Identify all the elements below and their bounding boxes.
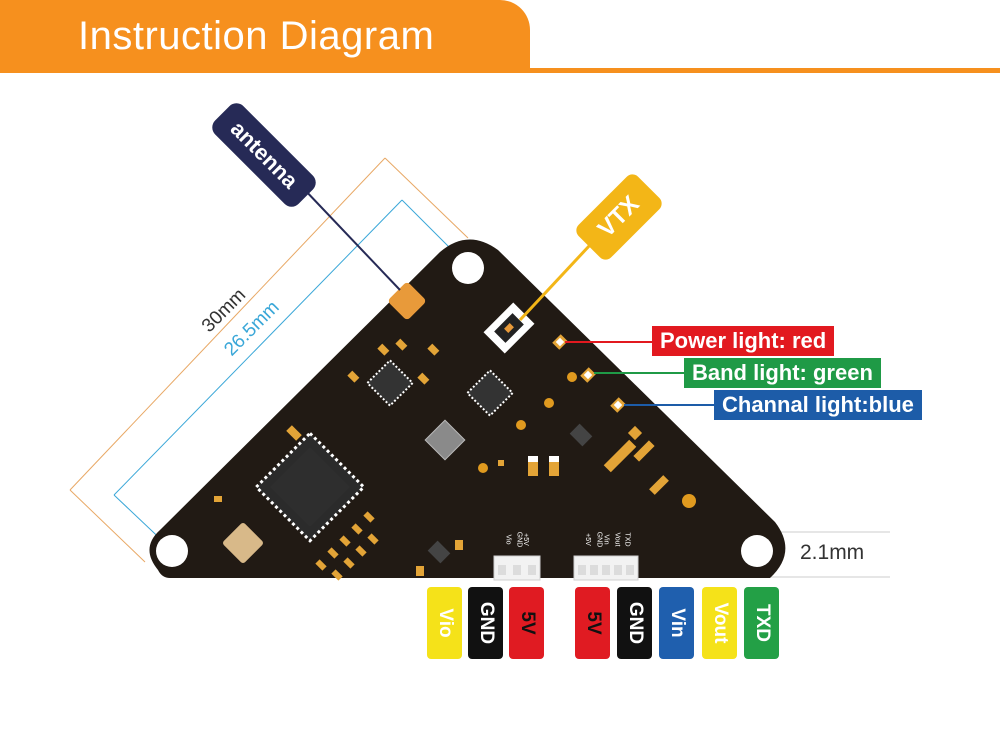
- antenna-pad: [388, 282, 426, 320]
- pin-label-vout: Vout: [702, 587, 737, 659]
- pin-label-text: Vout: [709, 602, 731, 644]
- silk-gnd: GND: [595, 531, 603, 548]
- pin-label-vio: Vio: [427, 587, 462, 659]
- connector-small: [493, 555, 541, 581]
- pin-label-txd: TXD: [744, 587, 779, 659]
- antenna-leader: [302, 187, 401, 291]
- pin-label-text: TXD: [751, 604, 773, 642]
- pin-label-text: GND: [624, 601, 646, 645]
- pin-label-gnd: GND: [468, 587, 503, 659]
- smd-components: [214, 338, 669, 576]
- pin-label-5v: 5V: [509, 587, 544, 659]
- channel-light-label: Channal light:blue: [714, 390, 922, 420]
- vtx-leader: [518, 243, 592, 322]
- led-power: [552, 334, 568, 350]
- pin-label-vin: Vin: [659, 587, 694, 659]
- outer-dimension-lines: [69, 157, 469, 563]
- large-connector-silk: TXD Vout Vin GND +5V: [576, 524, 638, 554]
- silk-txd: TXD: [623, 532, 631, 547]
- silk-5v: +5V: [521, 533, 529, 546]
- band-light-label: Band light: green: [684, 358, 881, 388]
- silk-vout: Vout: [613, 532, 621, 547]
- solder-pad: [223, 523, 263, 563]
- pin-label-text: 5V: [516, 611, 538, 635]
- page-title: Instruction Diagram: [78, 14, 435, 58]
- pin-label-gnd: GND: [617, 587, 652, 659]
- header-underline: [0, 68, 1000, 73]
- connector-large: [573, 555, 639, 581]
- mcu-chip: [254, 431, 366, 543]
- thickness-label: 2.1mm: [800, 541, 865, 564]
- small-connector-silk: +5V GND Vio: [499, 524, 539, 554]
- led-band: [580, 367, 596, 383]
- small-chip-3: [424, 419, 466, 461]
- mounting-holes: [156, 252, 773, 567]
- pin-label-text: GND: [475, 601, 497, 645]
- silk-vio: Vio: [504, 534, 512, 545]
- test-points: [478, 372, 696, 508]
- pin-label-text: 5V: [582, 611, 604, 635]
- small-chip-2: [465, 368, 515, 418]
- pin-label-5v: 5V: [575, 587, 610, 659]
- silk-vin: Vin: [602, 534, 610, 545]
- silk-5v: +5V: [583, 533, 591, 546]
- power-light-label: Power light: red: [652, 326, 835, 356]
- small-chip-1: [365, 358, 415, 408]
- resistor-array-left: [315, 511, 379, 581]
- header-tab: [0, 0, 530, 72]
- pin-label-text: Vio: [434, 608, 456, 638]
- pin-label-text: Vin: [666, 608, 688, 638]
- silk-gnd: GND: [515, 531, 523, 548]
- led-channel: [610, 397, 626, 413]
